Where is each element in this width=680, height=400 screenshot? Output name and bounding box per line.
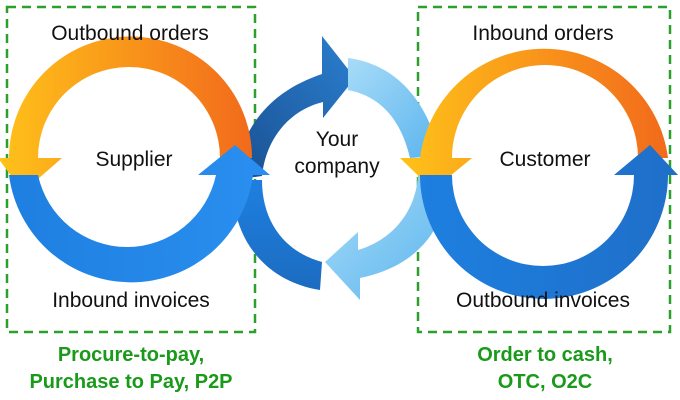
right-top-label: Inbound orders [472, 22, 613, 45]
dark-blue-crossing-arrow [232, 36, 355, 180]
blue-left-lower-curve [232, 180, 322, 290]
customer-label: Customer [499, 148, 590, 171]
right-caption-line1: Order to cash, [477, 344, 613, 366]
left-bottom-label: Inbound invoices [52, 289, 210, 312]
supplier-label: Supplier [95, 148, 172, 171]
left-orange-arrow [0, 36, 252, 192]
your-company-line1: Your [316, 128, 358, 151]
right-bottom-label: Outbound invoices [456, 289, 630, 312]
light-blue-return-arrow [325, 175, 448, 300]
left-caption-line2: Purchase to Pay, P2P [29, 371, 232, 393]
right-blue-arrow [420, 145, 678, 299]
left-top-label: Outbound orders [51, 22, 209, 45]
your-company-line2: company [294, 155, 380, 178]
left-caption-line1: Procure-to-pay, [58, 344, 204, 366]
light-blue-crossing-arrow [348, 58, 440, 158]
right-caption-line2: OTC, O2C [498, 371, 592, 393]
left-blue-arrow [9, 145, 270, 283]
right-orange-arrow [400, 48, 668, 191]
